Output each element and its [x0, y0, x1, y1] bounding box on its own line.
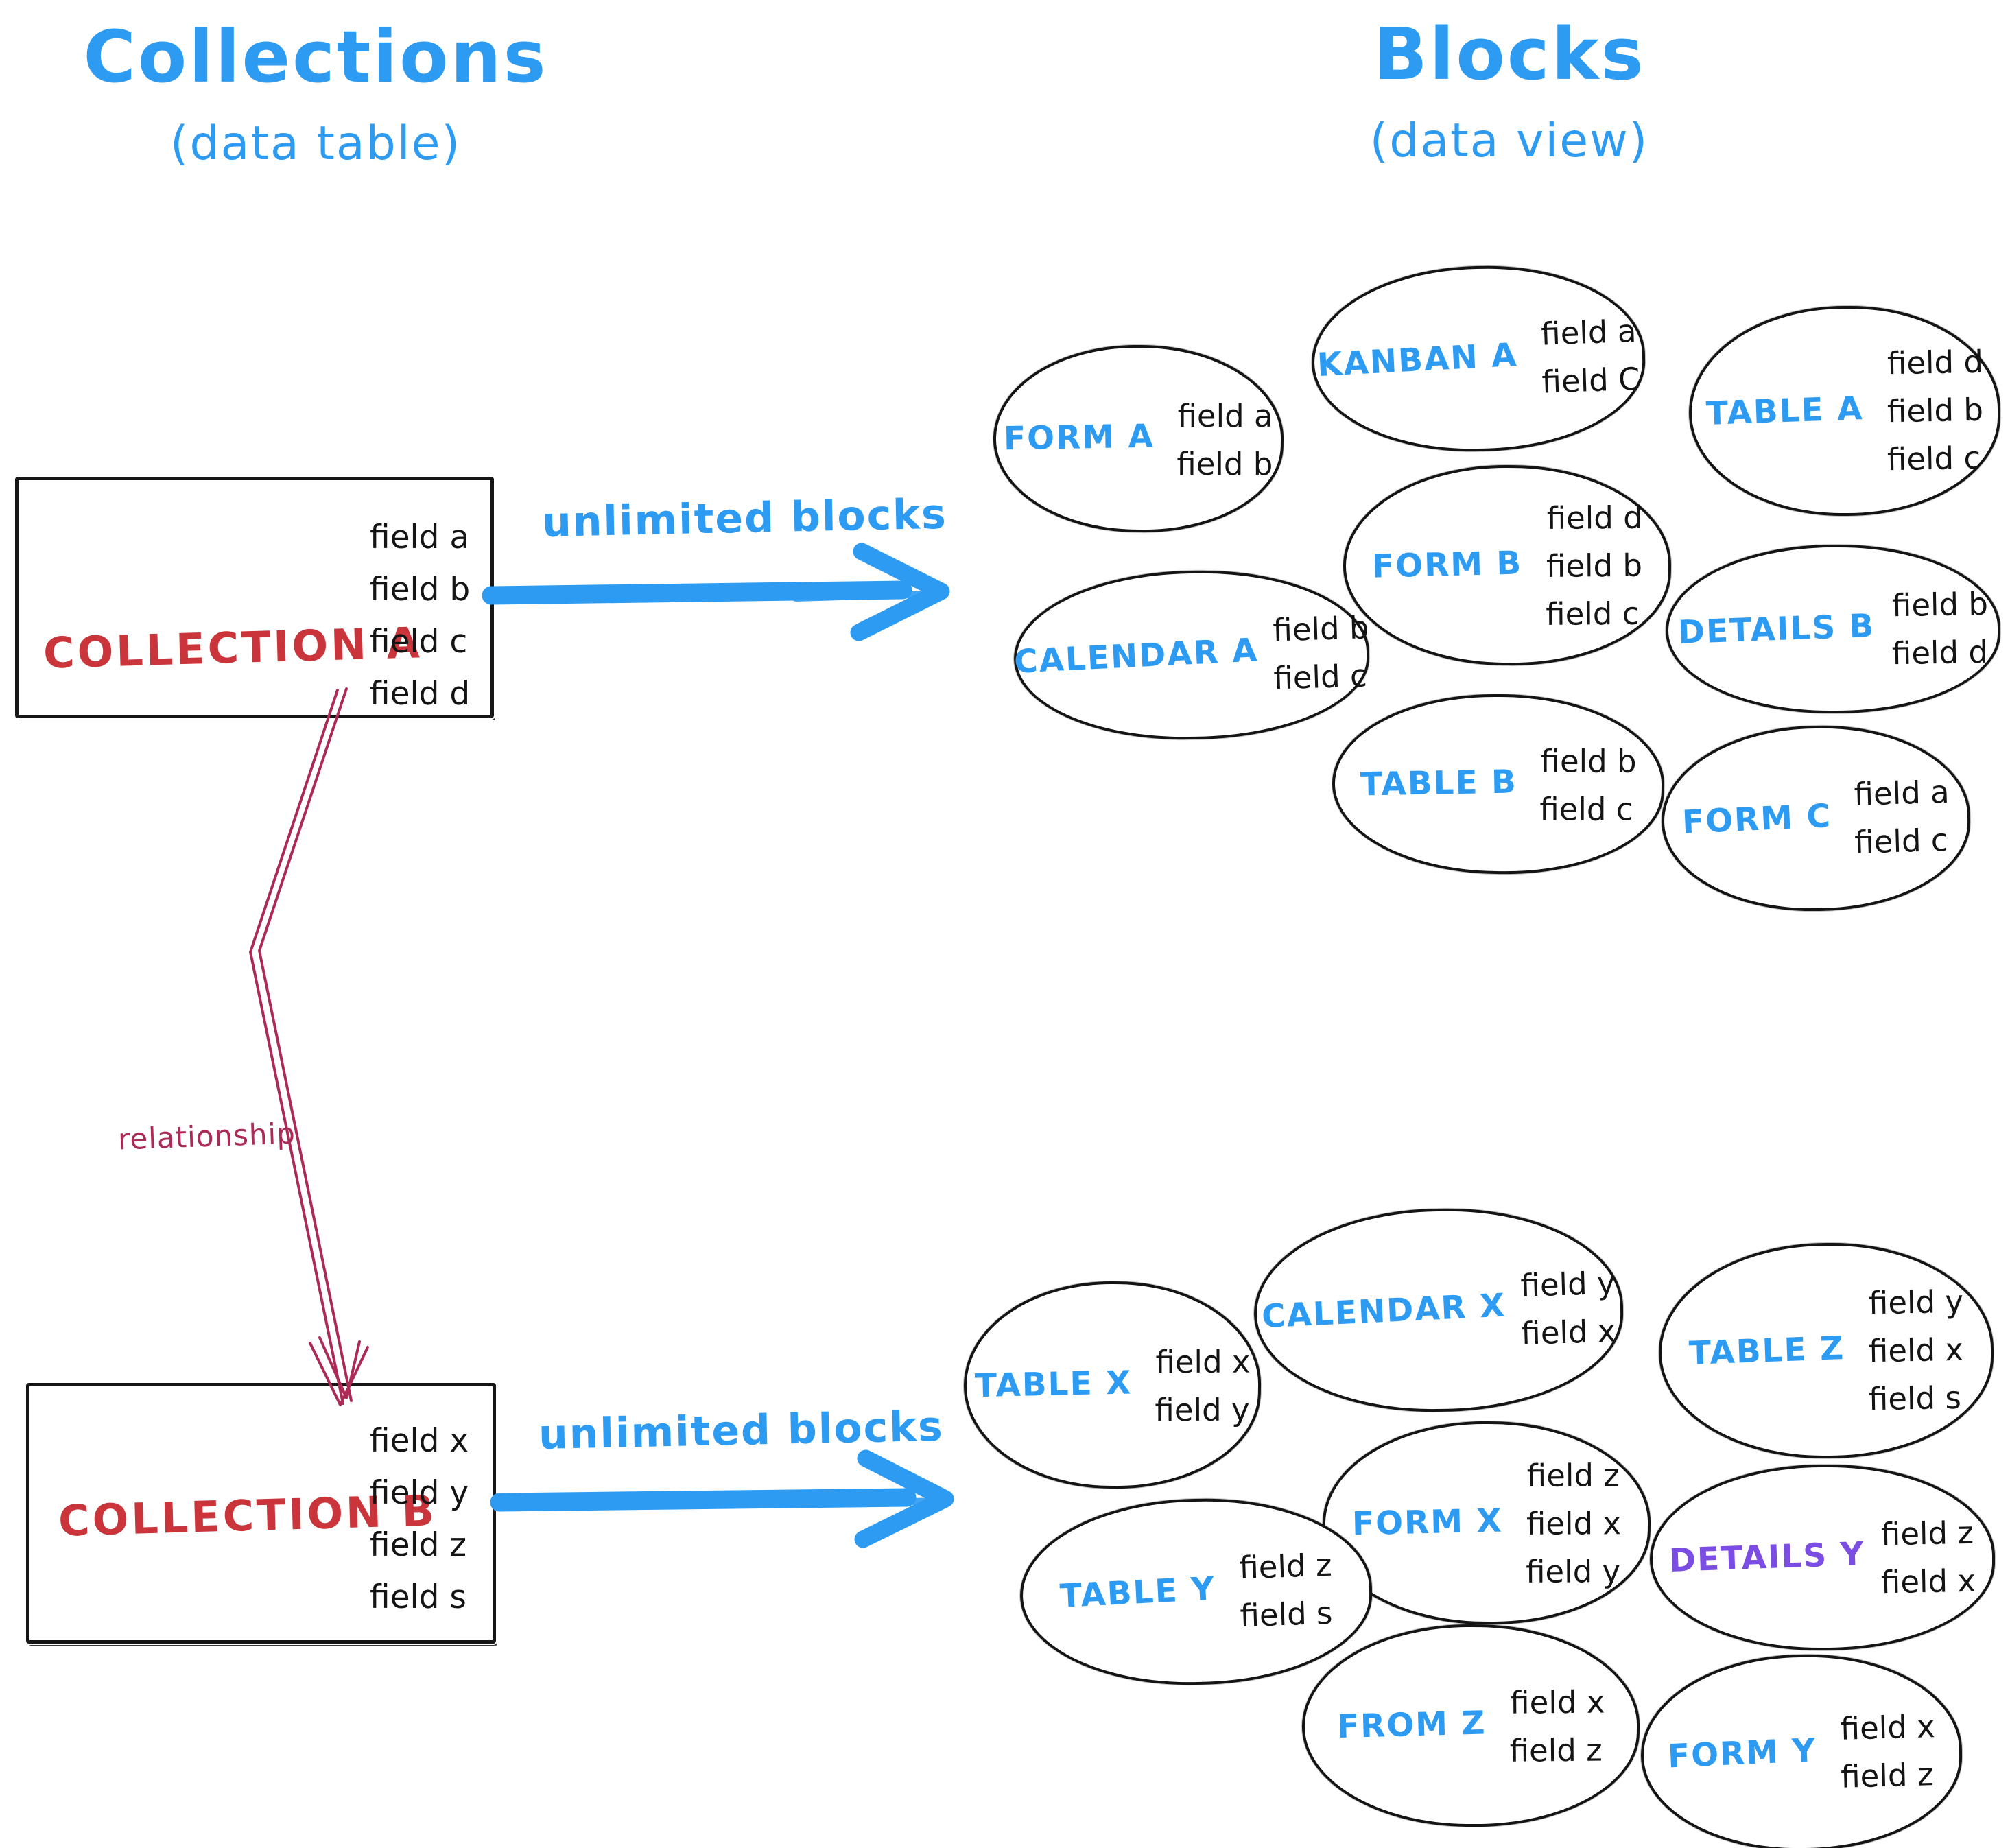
collections-title: Collections [83, 15, 548, 99]
collections-title-group: Collections (data table) [69, 15, 563, 171]
block-table-a-label: TABLE A [1705, 389, 1865, 433]
block-form-c: FORM C field a field c [1660, 724, 1972, 913]
block-form-a-fields: field a field b [1177, 397, 1273, 482]
block-form-y: FORM Y field x field z [1640, 1652, 1963, 1848]
block-from-z: FROM Z field x field z [1301, 1622, 1641, 1829]
collection-a-field: field c [370, 623, 468, 661]
block-form-x-fields: field z field x field y [1525, 1457, 1621, 1590]
block-kanban-a: KANBAN A field a field C [1310, 263, 1647, 455]
block-kanban-a-fields: field a field C [1540, 313, 1641, 401]
block-calendar-x: CALENDAR X field y field x [1253, 1206, 1624, 1414]
block-kanban-a-label: KANBAN A [1316, 335, 1520, 384]
block-table-x-label: TABLE X [974, 1363, 1133, 1405]
block-table-z-label: TABLE Z [1688, 1329, 1846, 1373]
block-table-z-fields: field y field x field s [1868, 1283, 1964, 1418]
block-calendar-x-label: CALENDAR X [1260, 1286, 1507, 1336]
block-form-x-label: FORM X [1351, 1501, 1504, 1543]
block-calendar-x-fields: field y field x [1520, 1264, 1617, 1352]
collection-b-fields: field x field y field z field s [370, 1415, 469, 1624]
block-form-b-label: FORM B [1371, 543, 1524, 586]
block-table-x-fields: field x field y [1155, 1343, 1251, 1429]
unlimited-blocks-label-top: unlimited blocks [541, 490, 948, 547]
blocks-subtitle: (data view) [1369, 114, 1649, 168]
block-form-b-fields: field d field b field c [1545, 499, 1643, 632]
unlimited-blocks-label-bottom: unlimited blocks [538, 1402, 945, 1460]
collection-a-fields: field a field b field c field d [370, 512, 470, 721]
collection-b-field: field x [370, 1422, 469, 1460]
unlimited-blocks-arrow-bottom [490, 1449, 954, 1548]
block-form-a: FORM A field a field b [991, 342, 1286, 535]
block-from-z-label: FROM Z [1336, 1704, 1487, 1746]
block-table-x: TABLE X field x field y [962, 1279, 1263, 1491]
block-form-c-label: FORM C [1681, 796, 1832, 842]
relationship-label: relationship [117, 1116, 296, 1157]
block-table-y: TABLE Y field z field s [1018, 1495, 1374, 1688]
block-from-z-fields: field x field z [1509, 1683, 1605, 1769]
block-table-a-fields: field d field b field c [1887, 344, 1984, 478]
block-details-b-label: DETAILS B [1677, 606, 1876, 652]
block-form-c-fields: field a field c [1854, 774, 1950, 861]
block-table-b-fields: field b field c [1539, 743, 1637, 828]
block-table-b-label: TABLE B [1360, 762, 1517, 803]
blocks-title-group: Blocks (data view) [1269, 12, 1749, 168]
collection-a-field: field a [370, 519, 470, 556]
collection-b-box: COLLECTION B field x field y field z fie… [26, 1383, 496, 1644]
block-calendar-a-fields: field b field c [1272, 609, 1370, 697]
blocks-title: Blocks [1373, 12, 1646, 96]
collection-b-field: field z [370, 1526, 467, 1565]
collection-b-field: field y [370, 1474, 469, 1513]
collection-a-box: COLLECTION A field a field b field c fie… [15, 477, 494, 718]
collection-a-name: COLLECTION A [43, 617, 423, 678]
collection-a-field: field d [370, 675, 471, 713]
block-calendar-a: CALENDAR A field b field c [1013, 568, 1371, 742]
block-details-b: DETAILS B field b field d [1666, 545, 2000, 713]
relationship-line [249, 687, 369, 1406]
block-details-y: DETAILS Y field z field x [1650, 1465, 1995, 1650]
block-form-y-fields: field x field z [1839, 1708, 1936, 1795]
block-details-y-fields: field z field x [1880, 1514, 1976, 1600]
block-calendar-a-label: CALENDAR A [1013, 630, 1260, 681]
block-form-b: FORM B field d field b field c [1342, 463, 1672, 667]
block-table-a: TABLE A field d field b field c [1689, 306, 2000, 516]
block-form-y-label: FORM Y [1667, 1731, 1818, 1775]
collection-b-field: field s [370, 1578, 466, 1617]
block-table-y-fields: field z field s [1238, 1546, 1333, 1634]
block-table-y-label: TABLE Y [1059, 1569, 1217, 1616]
block-table-b: TABLE B field b field c [1330, 691, 1666, 877]
unlimited-blocks-arrow-top [482, 543, 950, 641]
block-details-y-label: DETAILS Y [1668, 1535, 1866, 1580]
block-table-z: TABLE Z field y field x field s [1659, 1243, 1994, 1458]
collection-a-field: field b [370, 571, 471, 609]
collections-subtitle: (data table) [169, 117, 462, 171]
block-form-a-label: FORM A [1003, 417, 1155, 458]
block-details-b-fields: field b field d [1891, 586, 1989, 672]
